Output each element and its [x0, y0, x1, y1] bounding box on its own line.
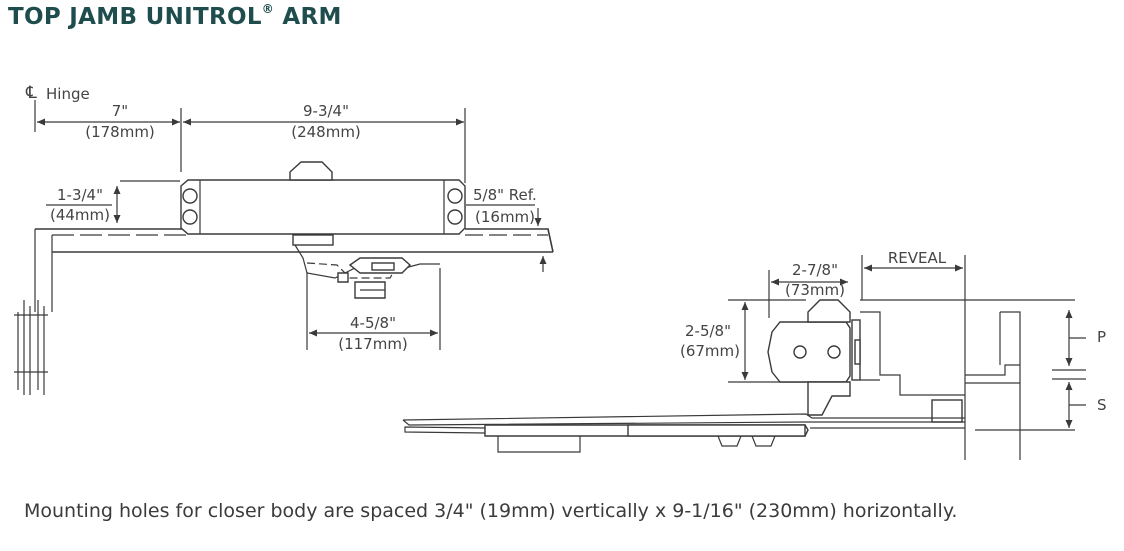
mounting-hole-icon — [447, 209, 463, 225]
elevation-view: ℄ Hinge 7" (178mm) 9-3/4" (248mm) 1-3/4"… — [14, 83, 554, 395]
dim-458-in: 4-5/8" — [350, 314, 396, 332]
dim-7-in: 7" — [112, 102, 128, 120]
mounting-hole-icon — [827, 345, 841, 359]
arm-clamp — [807, 381, 851, 416]
dim-258-mm: (67mm) — [680, 342, 740, 360]
page-title: TOP JAMB UNITROL® ARM — [8, 2, 342, 30]
arm-hidden — [306, 262, 397, 279]
dim-278-mm: (73mm) — [785, 281, 845, 299]
dim-58-mm: (16mm) — [475, 208, 535, 226]
frame-profile-1 — [860, 311, 965, 396]
frame-profile-2 — [860, 364, 1020, 381]
dim-134-in: 1-3/4" — [57, 186, 103, 204]
mounting-caption: Mounting holes for closer body are space… — [24, 500, 958, 522]
p-label: P — [1097, 328, 1106, 346]
dim-258-in: 2-5/8" — [685, 322, 731, 340]
arm-long — [402, 413, 965, 426]
dim-458-mm: (117mm) — [338, 335, 408, 353]
shoe-slot — [371, 262, 395, 271]
frame-profile-3 — [1000, 311, 1021, 460]
spacer-slot — [854, 339, 861, 365]
dim-134-mm: (44mm) — [50, 206, 110, 224]
frame-top-right — [465, 228, 554, 253]
section-view: 2-7/8" (73mm) REVEAL 2-5/8" (67mm) — [402, 249, 1107, 460]
arm-bracket — [337, 272, 386, 299]
arm-tip — [404, 426, 486, 434]
dim-7-mm: (178mm) — [85, 123, 155, 141]
track-mount — [497, 436, 581, 453]
stop-block — [931, 399, 963, 423]
track-brackets — [717, 435, 776, 447]
s-label: S — [1097, 396, 1107, 414]
frame-hidden-right — [465, 228, 554, 253]
dim-934-in: 9-3/4" — [303, 102, 349, 120]
hinge-centerline-symbol: ℄ — [25, 83, 37, 103]
hinge-label: Hinge — [46, 85, 90, 103]
mounting-hole-icon — [793, 345, 807, 359]
frame-jamb — [34, 229, 53, 312]
valve-cap-section — [807, 299, 851, 323]
reveal-label: REVEAL — [888, 249, 947, 267]
pinion-top — [292, 234, 334, 246]
dim-278-in: 2-7/8" — [792, 261, 838, 279]
dim-58-in: 5/8" Ref. — [473, 186, 537, 204]
track-slider — [627, 424, 806, 437]
door-edge-hatch — [14, 300, 48, 395]
mounting-hole-icon — [447, 188, 463, 204]
mounting-hole-icon — [182, 209, 198, 225]
valve-cap — [289, 161, 333, 181]
mounting-hole-icon — [182, 188, 198, 204]
closer-body — [180, 179, 466, 235]
dim-934-mm: (248mm) — [291, 123, 361, 141]
